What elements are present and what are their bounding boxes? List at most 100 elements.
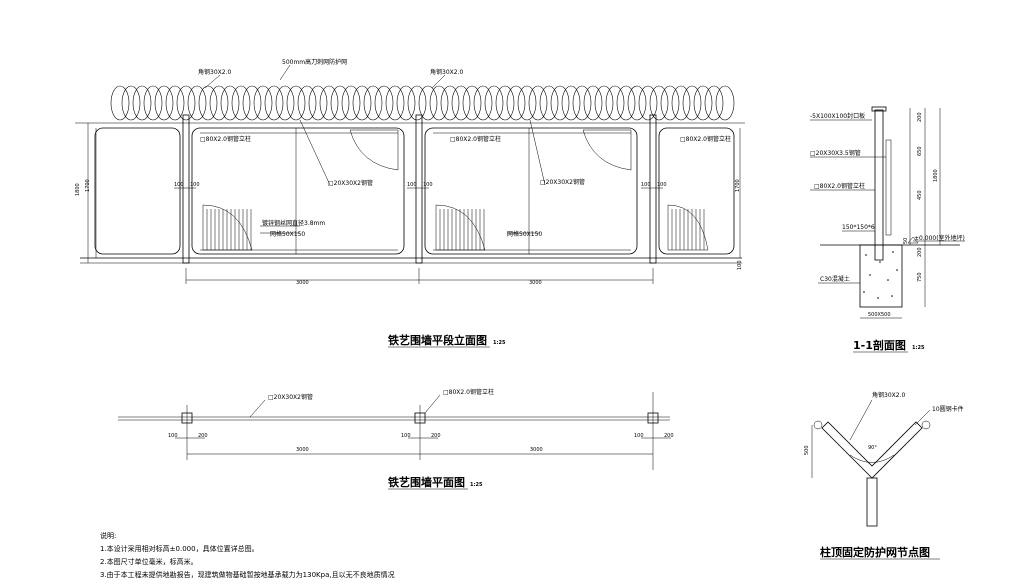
fence-panels	[94, 127, 735, 255]
height-dim-label: 100	[737, 260, 743, 270]
notes-block: 说明: 1.本设计采用相对标高±0.000，具体位置详总图。 2.本图尺寸单位毫…	[100, 531, 395, 579]
razor-wire-coil	[231, 85, 251, 121]
concrete-hatch	[863, 251, 898, 299]
razor-wire-coil	[440, 85, 460, 121]
razor-wire-coil	[308, 85, 328, 121]
razor-wire-coil	[451, 85, 471, 121]
concrete-dot	[877, 297, 879, 299]
mesh-hatch	[202, 129, 709, 251]
detail-angle-deg: 90°	[868, 445, 877, 451]
hatch-lines	[206, 209, 705, 250]
concrete-dot	[891, 295, 893, 297]
fence-panel	[191, 127, 405, 255]
embed-plate-label: 150*150*6	[842, 224, 875, 231]
span-dim-label: 3000	[529, 280, 542, 286]
post	[649, 114, 657, 264]
concrete-dot	[865, 254, 867, 256]
gap-dim-label: 100	[634, 433, 644, 439]
detail-height-label: 500	[804, 445, 810, 455]
section-tube	[885, 139, 892, 236]
leader-line	[529, 119, 546, 186]
razor-wire-coil	[198, 85, 218, 121]
razor-wire-coil	[275, 85, 295, 121]
elevation-scale: 1:25	[493, 340, 506, 346]
leader-line	[424, 394, 441, 414]
tube-label: □20X30X3.5钢管	[810, 149, 861, 157]
razor-wire-coil	[154, 85, 174, 121]
razor-wire-coil	[297, 85, 317, 121]
mesh-area	[582, 129, 632, 171]
razor-wire-coil	[220, 85, 240, 121]
note-line: 3.由于本工程未提供地勘报告，现建筑做物基础暂按地基承载力为130Kpa,且以无…	[100, 570, 395, 579]
gap-dim-label: 100	[641, 182, 651, 188]
leader-line	[849, 399, 873, 441]
bracket-ring	[921, 420, 931, 430]
razor-wire-coil	[583, 85, 603, 121]
concrete-dot	[896, 269, 898, 271]
razor-wire-coil	[143, 85, 163, 121]
razor-wire-coil	[693, 85, 713, 121]
razor-wire-coil	[286, 85, 306, 121]
detail-title: 柱顶固定防护网节点图	[820, 545, 930, 559]
dim-label: 650	[917, 146, 923, 156]
leader-line	[914, 409, 931, 426]
section-title: 1-1剖面图	[853, 338, 906, 352]
razor-wire-coil	[484, 85, 504, 121]
span-dim-label: 3000	[296, 447, 309, 453]
mesh-wire-label: 镀锌钢丝网直径3.8mm	[262, 219, 325, 227]
razor-wire-coil	[374, 85, 394, 121]
razor-wire-coil	[209, 85, 229, 121]
detail-angle-label: 角钢30X2.0	[872, 391, 905, 399]
cap-plate-label: -5X100X100封口板	[810, 112, 865, 120]
razor-wire-coil	[396, 85, 416, 121]
span-dim-label: 3000	[530, 447, 543, 453]
mesh-area	[202, 204, 253, 251]
dim-label: 200	[917, 112, 923, 122]
elevation-view: 角钢30X2.0 500mm高刀刺网防护网 角钢30X2.0 □80X2.0钢管…	[75, 58, 745, 348]
concrete-dot	[887, 279, 889, 281]
razor-wire-coil	[187, 85, 207, 121]
razor-wire-coil	[561, 85, 581, 121]
angle-steel-label: 角钢30X2.0	[430, 68, 463, 76]
post-label: □80X2.0钢管立柱	[680, 135, 731, 143]
fence-panel	[424, 127, 638, 255]
concrete-dot	[892, 251, 894, 253]
fence-panel-partial	[658, 127, 735, 255]
cap-plate	[871, 106, 887, 112]
razor-wire-coils	[110, 85, 735, 121]
gap-dim-label: 200	[664, 433, 674, 439]
razor-wire-coil	[242, 85, 262, 121]
razor-wire-coil	[352, 85, 372, 121]
gap-dim-label: 100	[168, 433, 178, 439]
post-top-detail: 角钢30X2.0 10圆钢卡件 90° 500 柱顶固定防护网节点图	[804, 391, 964, 560]
note-line: 1.本设计采用相对标高±0.000，具体位置详总图。	[100, 544, 259, 553]
razor-wire-coil	[165, 85, 185, 121]
razor-wire-coil	[550, 85, 570, 121]
plan-scale: 1:25	[470, 482, 483, 488]
razor-wire-coil	[528, 85, 548, 121]
razor-wire-coil	[704, 85, 724, 121]
dim-label: 200	[917, 247, 923, 257]
razor-wire-coil	[616, 85, 636, 121]
mesh-area	[435, 204, 486, 251]
razor-wire-coil	[341, 85, 361, 121]
razor-wire-coil	[594, 85, 614, 121]
concrete-dot	[869, 274, 871, 276]
razor-wire-coil	[330, 85, 350, 121]
dim-label: 50	[903, 238, 909, 244]
razor-wire-coil	[517, 85, 537, 121]
plan-tube-label: □20X30X2钢管	[268, 393, 313, 401]
note-line: 2.本图尺寸单位毫米，标高米。	[100, 557, 198, 566]
gap-dim-label: 100	[657, 182, 667, 188]
razor-wire-coil	[539, 85, 559, 121]
razor-wire-coil	[638, 85, 658, 121]
gap-dim-label: 100	[190, 182, 200, 188]
razor-wire-coil	[418, 85, 438, 121]
height-dim-label: 1800	[75, 183, 81, 196]
gap-dim-label: 200	[198, 433, 208, 439]
razor-wire-coil	[407, 85, 427, 121]
gap-dim-label: 100	[401, 433, 411, 439]
elevation-dimensions	[87, 123, 741, 284]
gap-dim-label: 100	[407, 182, 417, 188]
dim-label: 1800	[933, 169, 939, 182]
